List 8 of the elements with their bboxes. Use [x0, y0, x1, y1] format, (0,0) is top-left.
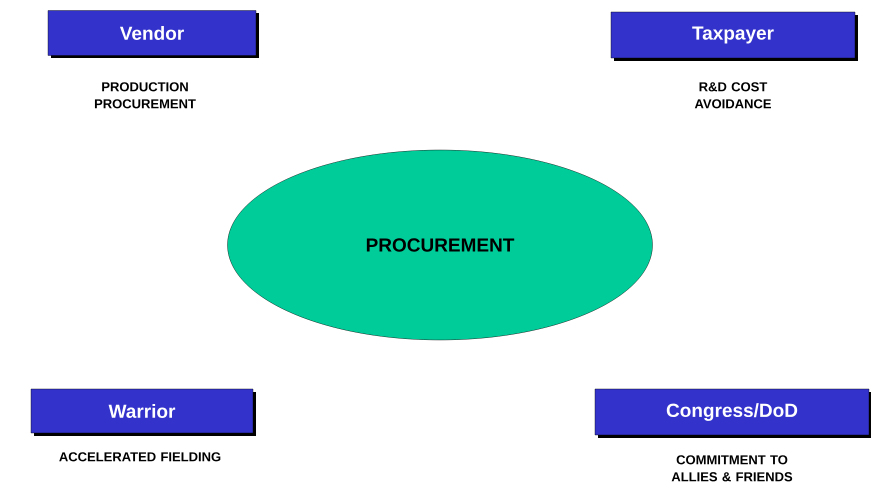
node-label: R&D COST AVOIDANCE — [694, 82, 772, 108]
title-box: Taxpayer — [610, 12, 858, 61]
node-label: ACCELERATED FIELDING — [59, 452, 220, 462]
node-label: PRODUCTION PROCUREMENT — [94, 82, 196, 108]
title-box: Warrior — [30, 388, 256, 436]
title-box: Congress/DoD — [594, 388, 871, 438]
title-box: Vendor — [48, 10, 259, 58]
node-label: COMMITMENT TO ALLIES & FRIENDS — [672, 455, 792, 482]
